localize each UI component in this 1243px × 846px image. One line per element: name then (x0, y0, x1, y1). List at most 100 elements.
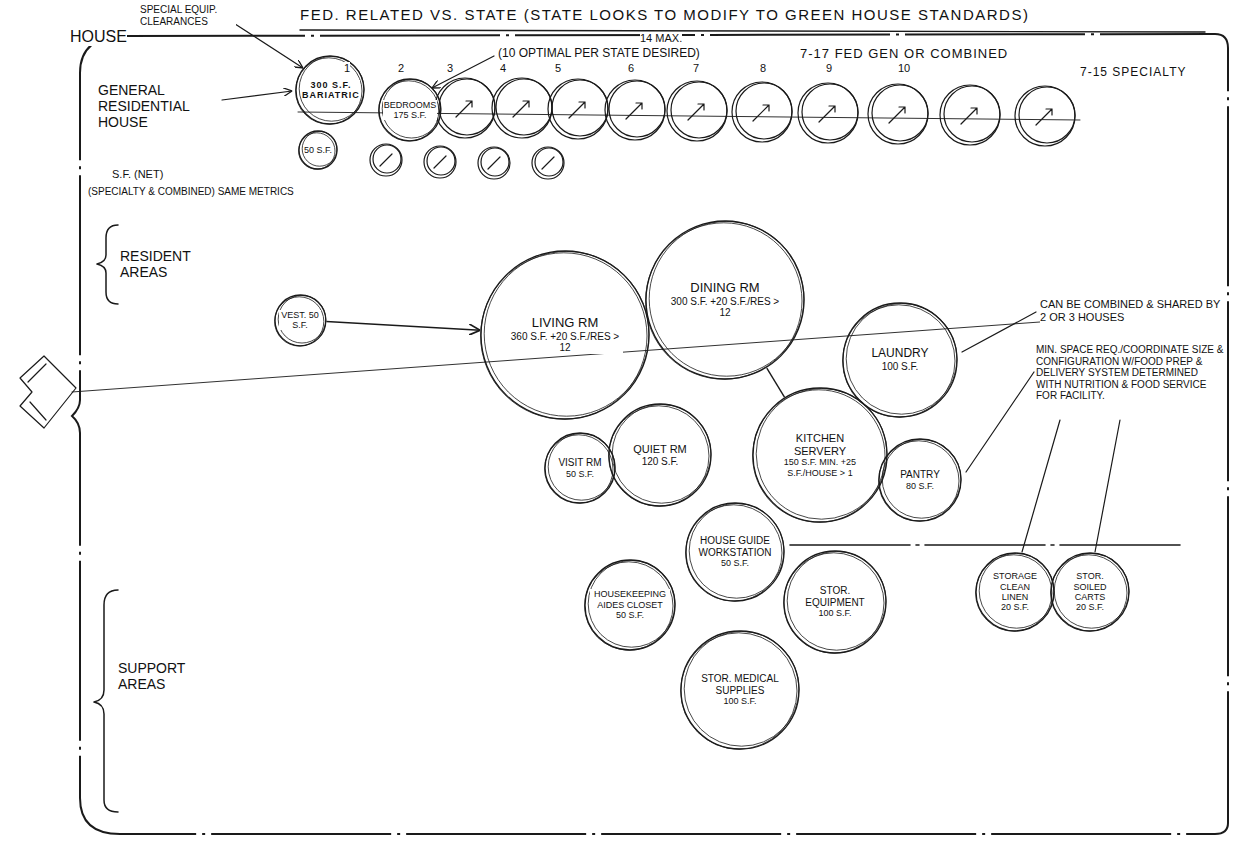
area-spec: 360 S.F. +20 S.F./RES > 12 (507, 331, 623, 354)
bubble-stroke (689, 503, 784, 598)
area-spec: 100 S.F. (723, 696, 756, 706)
bubble-stroke (976, 553, 1054, 631)
room-name: STORAGE CLEAN LINEN (987, 571, 1043, 602)
bubble-stroke (585, 560, 675, 650)
bubble-stroke (484, 251, 649, 416)
title-underline (300, 30, 1205, 32)
bedroom-bubble (609, 81, 665, 137)
room-bubble: VISIT RM50 S.F. (544, 432, 616, 504)
note-wrap: MIN. SPACE REQ./COORDINATE SIZE & CONFIG… (1036, 344, 1224, 402)
room-name: VISIT RM (558, 457, 601, 469)
note-wrap: 7 (693, 62, 699, 75)
bubble-stroke (756, 388, 887, 519)
room-name: STOR. SOILED CARTS (1062, 571, 1118, 602)
bubble-stroke (846, 303, 957, 414)
bubble-stroke (882, 439, 961, 518)
room-name: DINING RM (690, 281, 759, 296)
room-bubble: 300 S.F. BARIATRIC (295, 55, 365, 125)
bubble-stroke (681, 631, 799, 749)
room-name: LIVING RM (532, 316, 598, 331)
bedroom-bubble (552, 80, 608, 136)
bubble-stroke (588, 560, 675, 647)
leader-line (1095, 420, 1120, 552)
note-wrap: 8 (760, 62, 766, 75)
leader-line (966, 372, 1034, 472)
bubble-stroke (299, 133, 335, 169)
room-bubble: LIVING RM360 S.F. +20 S.F./RES > 12 (480, 250, 650, 420)
room-name: BEDROOMS 175 S.F. (383, 100, 437, 121)
room-bubble: VEST. 50 S.F. (274, 294, 327, 347)
callout-number: 2 (398, 62, 404, 75)
area-spec: 50 S.F. (616, 610, 644, 620)
bubble-stroke (545, 435, 613, 503)
bubble-stroke (612, 404, 711, 503)
callout-number: 6 (628, 62, 634, 75)
bubble-stroke (299, 56, 364, 121)
annotation: 7-17 FED GEN OR COMBINED (800, 47, 1008, 62)
room-name: 300 S.F. BARIATRIC (302, 80, 360, 101)
annotation: (SPECIALTY & COMBINED) SAME METRICS (88, 186, 294, 198)
text-wrap: STOR. SOILED CARTS20 S.F. (1062, 571, 1118, 612)
annotation: 7-15 SPECIALTY (1080, 66, 1186, 80)
sketch-strokes (20, 22, 1205, 812)
text-wrap: KITCHEN SERVERY150 S.F. MIN. +25 S.F./HO… (771, 432, 869, 478)
entry-arrow (28, 364, 46, 420)
callout-number: 5 (555, 62, 561, 75)
bubble-stroke (649, 221, 804, 376)
area-spec: 300 S.F. +20 S.F./RES > 12 (667, 296, 783, 319)
bedroom-bubble (439, 79, 495, 135)
bubble-stroke (274, 296, 323, 345)
bubble-stroke (296, 56, 364, 124)
note-wrap: 2 (398, 62, 404, 75)
room-name: STOR. EQUIPMENT (794, 585, 876, 608)
text-wrap: LIVING RM360 S.F. +20 S.F./RES > 12 (507, 316, 623, 354)
house-outline: 300 S.F. BARIATRIC BEDROOMS 175 S.F. 50 S.… (70, 28, 1230, 838)
bubble-stroke (784, 553, 884, 653)
callout-number: 4 (500, 62, 506, 75)
area-spec: 50 S.F. (566, 469, 594, 479)
room-bubble: STORAGE CLEAN LINEN20 S.F. (975, 552, 1055, 632)
bubble-stroke (379, 79, 441, 141)
room-bubble: HOUSE GUIDE WORKSTATION50 S.F. (685, 502, 785, 602)
bubble-stroke (976, 555, 1052, 631)
callout-number: 8 (760, 62, 766, 75)
area-spec: 150 S.F. MIN. +25 S.F./HOUSE > 1 (771, 457, 869, 478)
room-bubble: STOR. EQUIPMENT100 S.F. (783, 550, 887, 654)
bedroom-bubble (1019, 87, 1075, 143)
room-bubble: 50 S.F. (298, 130, 338, 170)
bubble-stroke (681, 633, 797, 749)
bubble-stroke (299, 131, 337, 169)
area-spec: 120 S.F. (642, 456, 679, 468)
room-name: QUIET RM (633, 443, 687, 456)
area-spec: 20 S.F. (1001, 602, 1029, 612)
note-wrap: 6 (628, 62, 634, 75)
text-wrap: VEST. 50 S.F. (279, 310, 321, 331)
annotation: 14 MAX. (640, 32, 682, 45)
room-name: KITCHEN SERVERY (771, 432, 869, 457)
room-name: HOUSE GUIDE WORKSTATION (694, 535, 776, 558)
room-bubble: STOR. SOILED CARTS20 S.F. (1050, 552, 1130, 632)
bedroom-bubble (802, 84, 858, 140)
annotation: RESIDENT AREAS (120, 248, 220, 280)
note-wrap: 1 (344, 62, 350, 75)
text-wrap: 50 S.F. (304, 145, 332, 155)
leader-line (1022, 420, 1060, 552)
bubble-stroke (379, 81, 439, 141)
sheet-title: FED. RELATED VS. STATE (STATE LOOKS TO M… (300, 6, 1029, 23)
text-wrap: 300 S.F. BARIATRIC (302, 80, 358, 101)
bubble-stroke (979, 553, 1054, 628)
annotation: SUPPORT AREAS (118, 660, 214, 692)
bedroom-bubble (496, 79, 552, 135)
annotation: (10 OPTIMAL PER STATE DESIRED) (498, 47, 700, 61)
bubble-stroke (1051, 553, 1129, 631)
room-name: LAUNDRY (871, 347, 928, 361)
bubble-stroke (545, 433, 615, 503)
callout-number: 7 (693, 62, 699, 75)
annotation: MIN. SPACE REQ./COORDINATE SIZE & CONFIG… (1036, 344, 1224, 402)
bubble-stroke (646, 221, 804, 379)
room-bubble: HOUSEKEEPING AIDES CLOSET50 S.F. (584, 559, 676, 651)
bracket (97, 225, 118, 304)
check-mark (456, 101, 1052, 125)
bedroom-bubble (872, 85, 928, 141)
